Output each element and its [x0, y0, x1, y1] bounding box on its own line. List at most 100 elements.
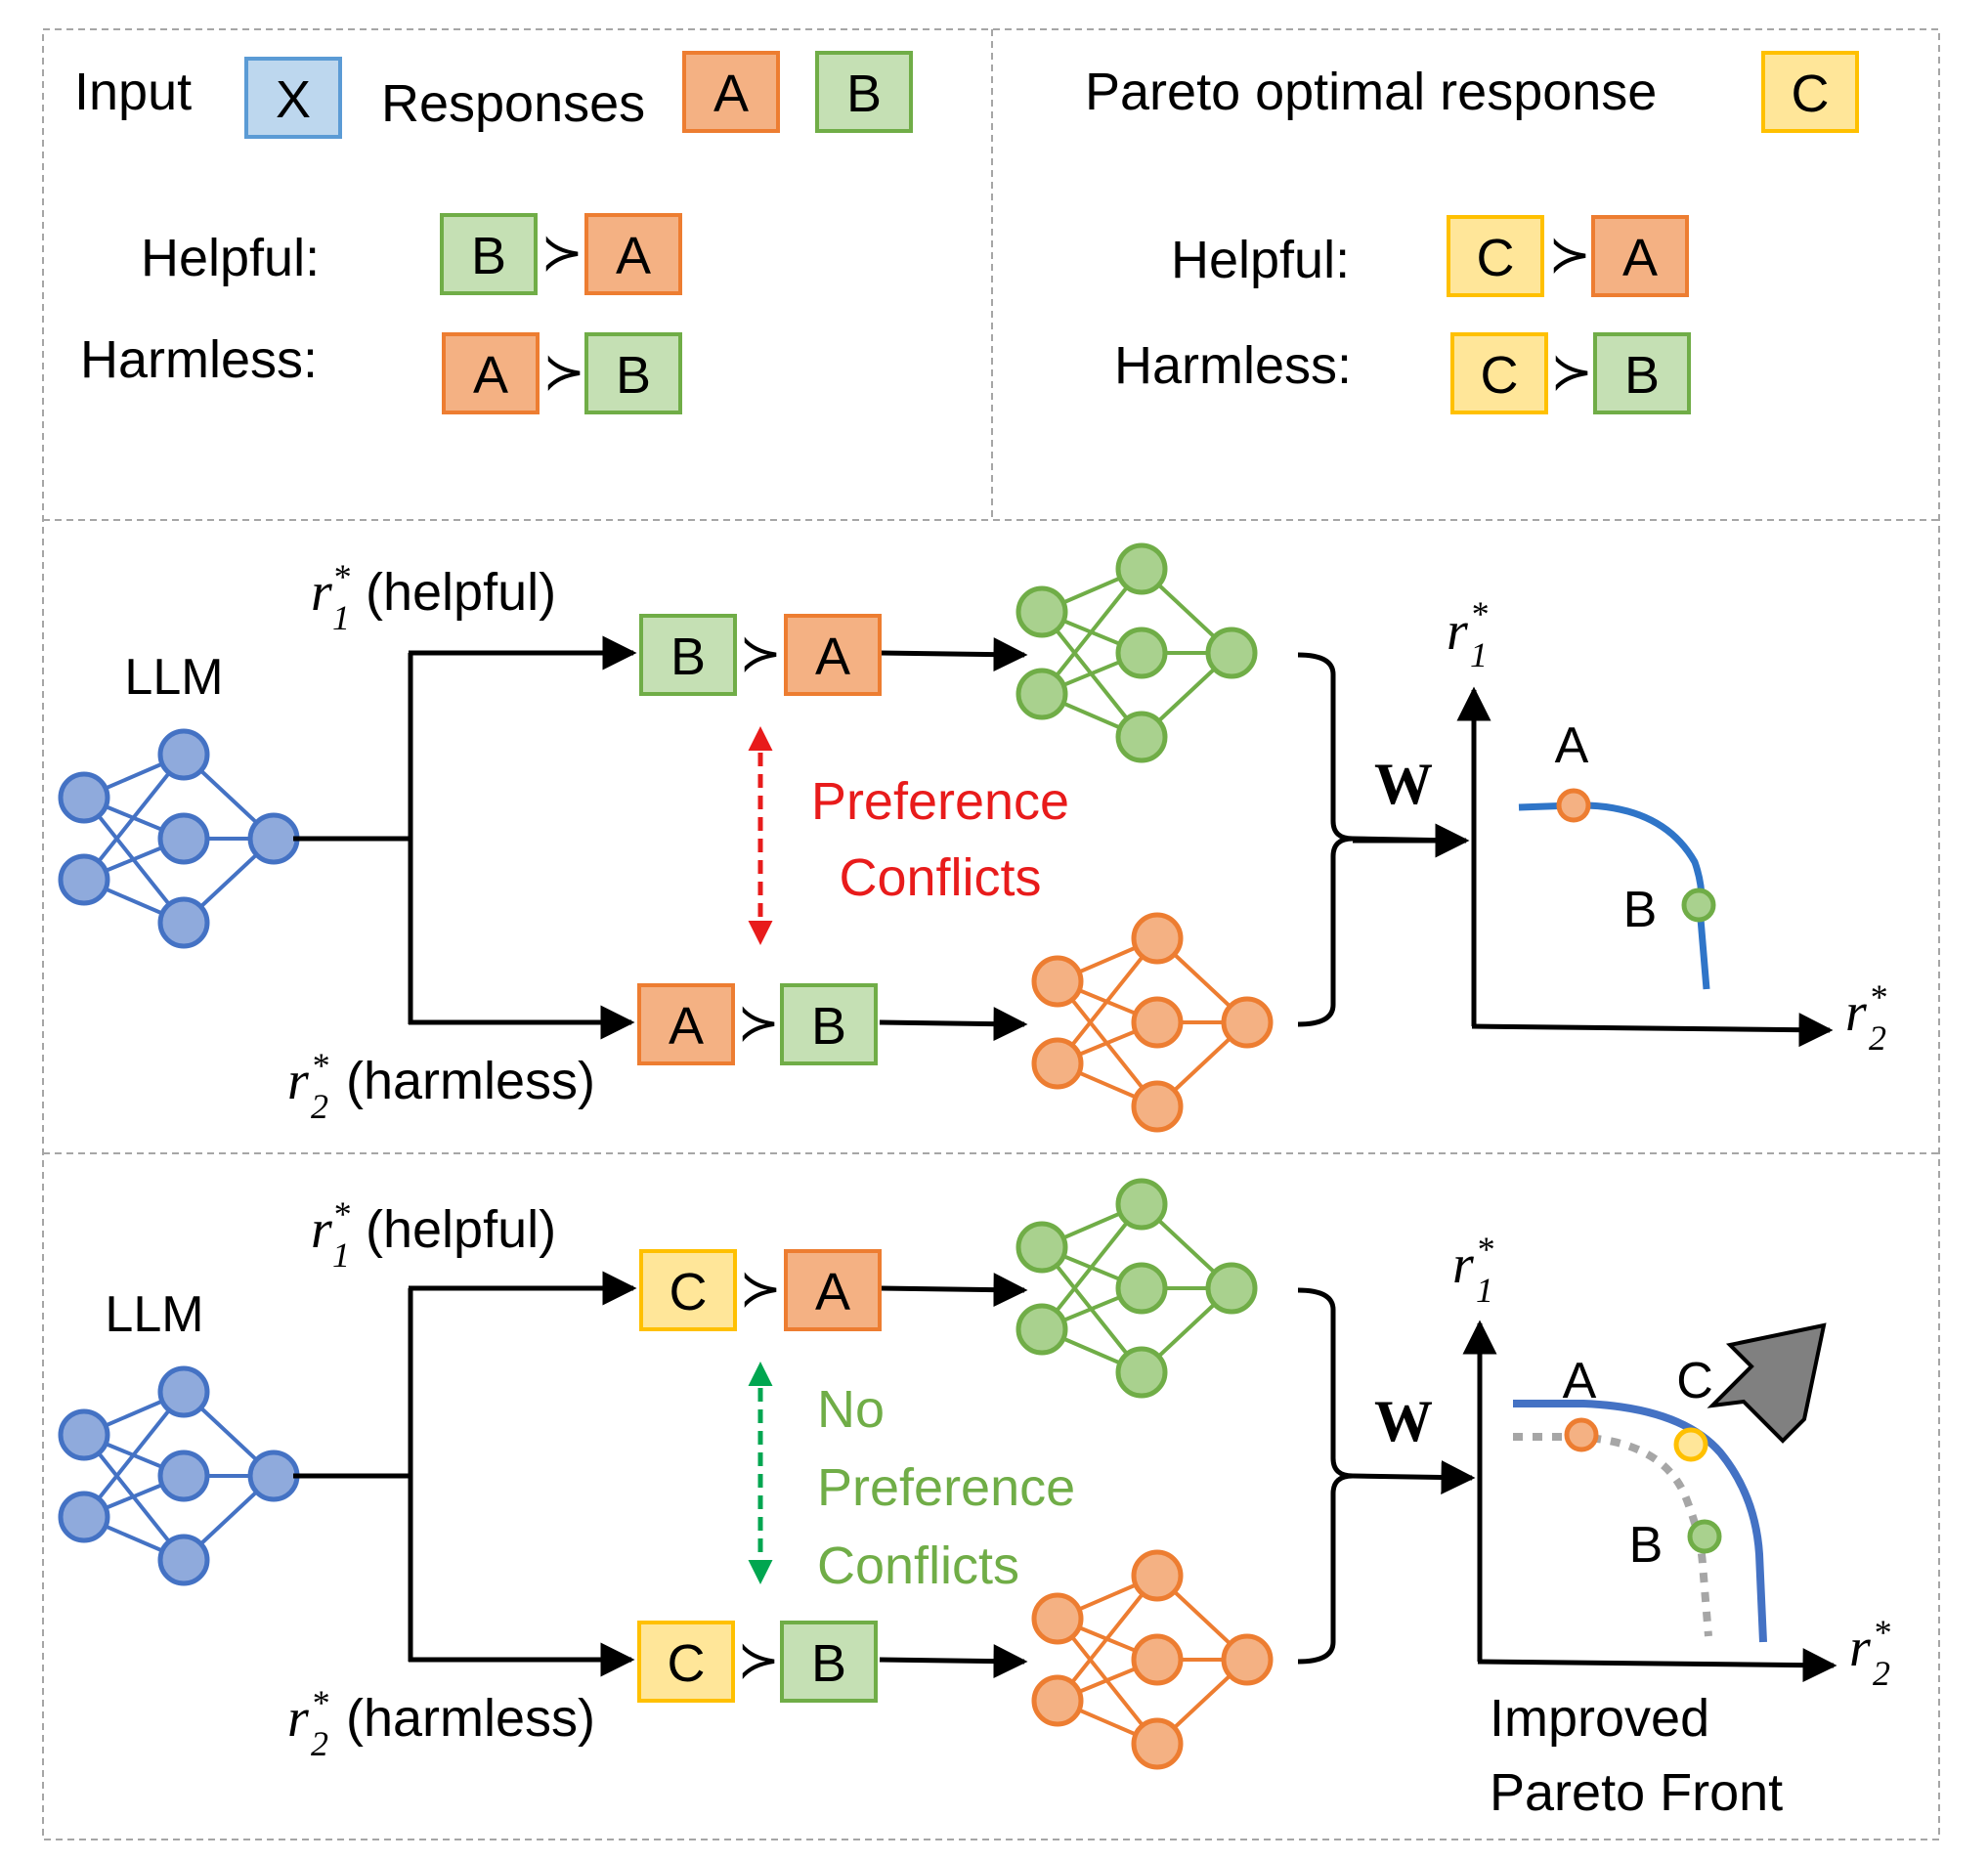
svg-text:2: 2	[311, 1087, 328, 1126]
network-node	[58, 1408, 110, 1461]
improved-caption-line1: Improved	[1490, 1689, 1709, 1748]
svg-text:*: *	[1470, 594, 1488, 633]
panel-conflict: LLM r 1 * (helpful) r 2 * (harmless)	[58, 542, 1886, 1133]
svg-text:*: *	[311, 1046, 328, 1085]
svg-text:≻: ≻	[739, 626, 782, 682]
point-b-2	[1687, 1519, 1722, 1554]
response-a-box: A	[682, 51, 780, 133]
reward-model-helpful-icon	[1016, 542, 1258, 763]
network-node	[1131, 1549, 1184, 1602]
top-pair-2: C ≻ A	[639, 1249, 882, 1331]
svg-text:r: r	[311, 1199, 332, 1260]
improvement-arrow-icon	[1707, 1322, 1827, 1444]
svg-text:B: B	[846, 65, 882, 123]
improved-pareto-front	[1513, 1400, 1767, 1643]
svg-text:1: 1	[332, 1235, 350, 1275]
svg-text:*: *	[311, 1683, 328, 1722]
svg-text:B: B	[811, 997, 846, 1056]
network-node	[157, 1534, 210, 1586]
panel-no-conflict: LLM r 1 * (helpful) r 2 * (harmless)	[58, 1178, 1890, 1822]
network-node	[1131, 1080, 1184, 1133]
network-node	[1031, 1674, 1084, 1727]
r1-helpful-label-2: r 1 * (helpful)	[311, 1194, 556, 1275]
pareto-plot-conflict: r 1 * r 2 * A B	[1447, 594, 1886, 1058]
svg-text:*: *	[1873, 1613, 1890, 1652]
svg-text:C: C	[1477, 229, 1515, 287]
legend-left: Input X Responses A B Helpful: B ≻ A Har…	[74, 51, 913, 414]
svg-text:(harmless): (harmless)	[346, 1052, 595, 1110]
branch-arrows-2	[293, 1271, 1476, 1679]
reward-model-harmless-icon-2	[1031, 1549, 1274, 1770]
svg-text:C: C	[1481, 346, 1519, 405]
network-node	[1205, 627, 1258, 679]
weight-symbol: W	[1374, 752, 1433, 816]
network-node	[1115, 627, 1168, 679]
harmless-label-left: Harmless:	[80, 330, 318, 389]
svg-text:r: r	[287, 1688, 309, 1749]
point-b-label-2: B	[1629, 1517, 1664, 1574]
svg-text:A: A	[669, 997, 704, 1056]
svg-text:B: B	[616, 346, 651, 405]
network-node	[1131, 912, 1184, 965]
svg-text:B: B	[471, 227, 506, 285]
pareto-front-curve	[1518, 801, 1710, 990]
pareto-label: Pareto optimal response	[1085, 63, 1657, 121]
improved-caption-line2: Pareto Front	[1490, 1763, 1783, 1822]
network-node	[58, 771, 110, 824]
llm-label: LLM	[124, 649, 223, 706]
svg-text:≻: ≻	[1548, 227, 1591, 283]
svg-text:(helpful): (helpful)	[366, 563, 556, 622]
svg-text:≻: ≻	[737, 1632, 780, 1689]
pareto-box: C	[1761, 51, 1859, 133]
network-node	[1221, 1633, 1274, 1686]
point-a-label-2: A	[1563, 1353, 1597, 1409]
svg-text:≻: ≻	[737, 995, 780, 1052]
network-node	[157, 1450, 210, 1502]
svg-text:B: B	[1624, 346, 1660, 405]
svg-text:*: *	[1869, 977, 1886, 1017]
svg-text:≻: ≻	[540, 225, 583, 281]
llm-network-icon	[58, 728, 300, 949]
no-conflict-text-line3: Conflicts	[817, 1536, 1019, 1595]
svg-text:r: r	[1845, 982, 1867, 1043]
network-node	[157, 812, 210, 865]
network-node	[157, 728, 210, 781]
network-node	[247, 812, 300, 865]
network-node	[1221, 996, 1274, 1049]
svg-text:C: C	[670, 1263, 708, 1321]
conflict-text-line2: Conflicts	[839, 848, 1041, 907]
svg-text:r: r	[287, 1051, 309, 1111]
svg-text:A: A	[1622, 229, 1658, 287]
svg-text:A: A	[473, 346, 508, 405]
network-node	[157, 1365, 210, 1418]
svg-text:A: A	[713, 65, 749, 123]
point-b	[1681, 887, 1716, 923]
network-node	[1115, 1346, 1168, 1399]
svg-text:B: B	[811, 1634, 846, 1693]
network-node	[1115, 711, 1168, 763]
svg-text:*: *	[332, 1194, 350, 1233]
network-node	[1031, 955, 1084, 1008]
svg-text:r: r	[1447, 601, 1468, 662]
responses-label: Responses	[381, 74, 645, 133]
helpful-pair-right: C ≻ A	[1447, 215, 1689, 297]
network-node	[1016, 668, 1068, 720]
old-pareto-front	[1513, 1433, 1712, 1637]
svg-text:≻: ≻	[739, 1261, 782, 1318]
harmless-pair-left: A ≻ B	[442, 332, 682, 414]
network-node	[1205, 1262, 1258, 1315]
network-node	[1016, 1303, 1068, 1356]
svg-text:C: C	[1792, 65, 1830, 123]
bottom-pair-2: C ≻ B	[637, 1621, 878, 1703]
svg-text:(helpful): (helpful)	[366, 1200, 556, 1259]
point-a-label: A	[1555, 717, 1589, 774]
llm-network-icon-2	[58, 1365, 300, 1586]
svg-text:A: A	[616, 227, 651, 285]
svg-text:2: 2	[311, 1724, 328, 1763]
point-a-2	[1564, 1417, 1599, 1452]
bottom-pair: A ≻ B	[637, 983, 878, 1065]
conflict-text-line1: Preference	[811, 772, 1069, 831]
svg-text:1: 1	[332, 598, 350, 637]
network-node	[1131, 996, 1184, 1049]
